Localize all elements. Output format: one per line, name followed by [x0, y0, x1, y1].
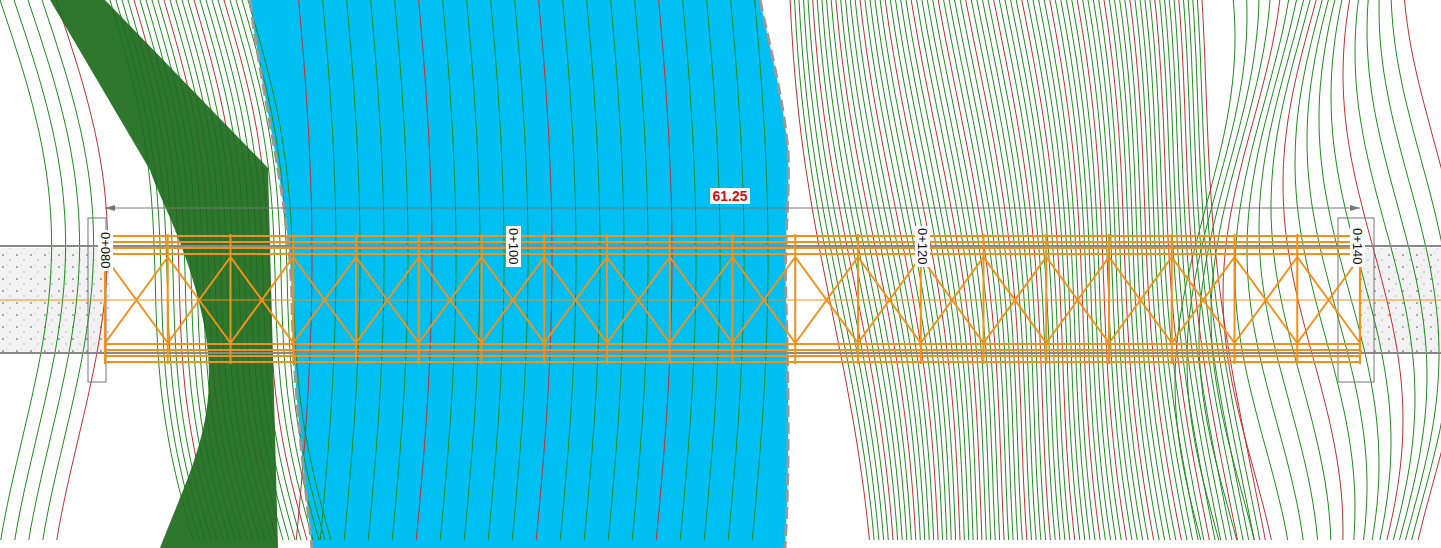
dimension-value: 61.25	[710, 188, 749, 204]
road-edge	[0, 245, 1441, 247]
dimension-arrow	[105, 205, 1360, 211]
station-label: 0+140	[1350, 226, 1365, 267]
station-label: 0+080	[98, 230, 113, 271]
dimension-line	[105, 208, 1360, 209]
truss-member	[105, 234, 1360, 364]
centre-line	[0, 300, 1441, 301]
station-label: 0+100	[506, 226, 521, 267]
road-edge	[0, 352, 1441, 354]
river-bank	[760, 0, 788, 548]
station-label: 0+120	[915, 226, 930, 267]
